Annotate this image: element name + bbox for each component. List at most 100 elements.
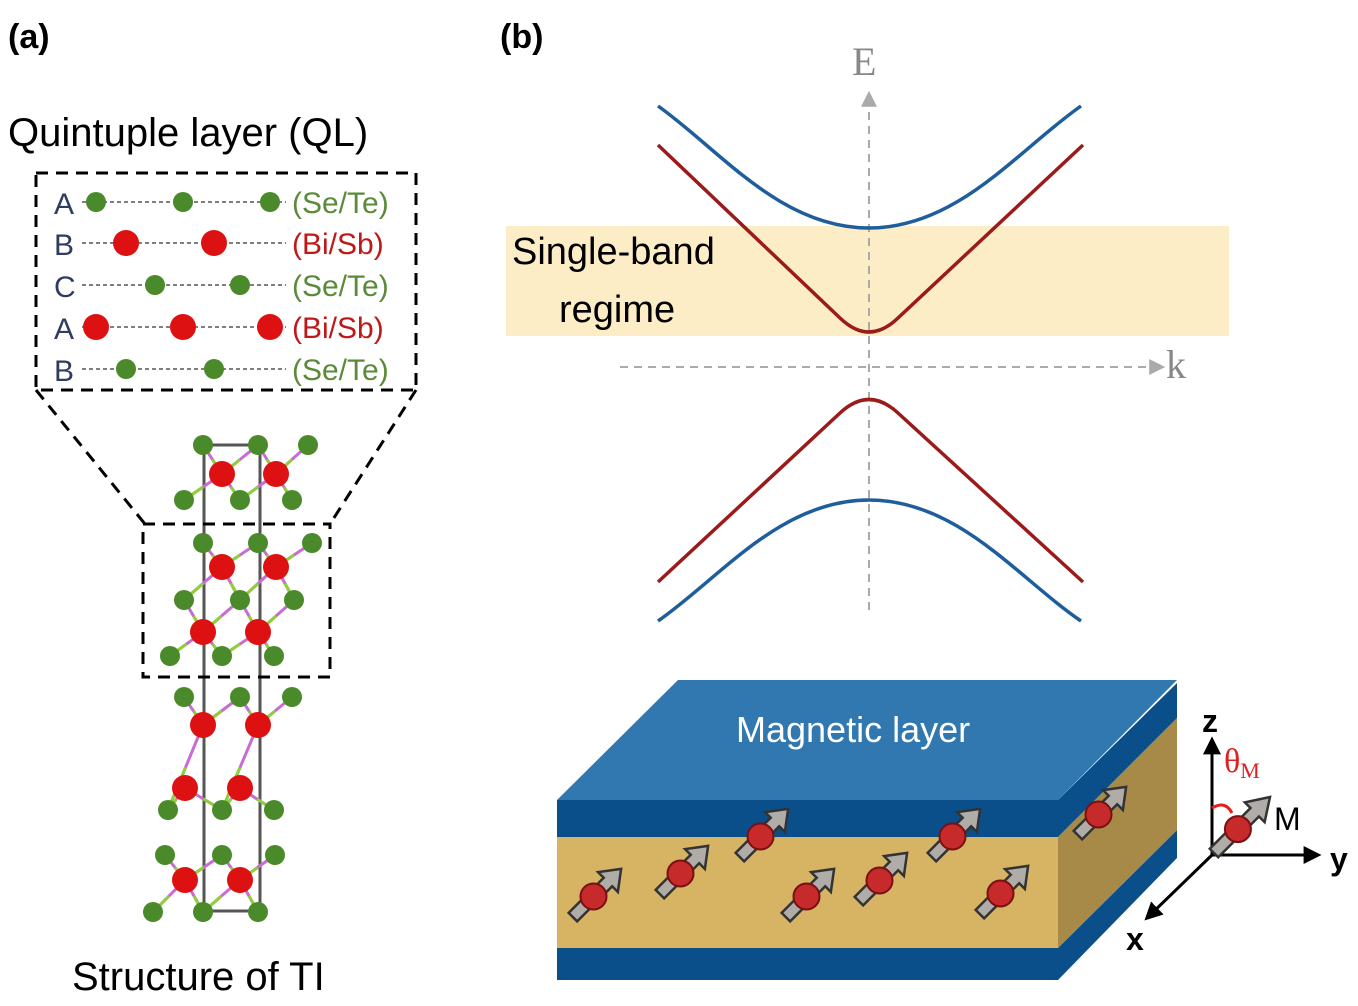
se-te-atom [212, 800, 232, 820]
magnetic-moment-arrow [779, 867, 836, 924]
bi-sb-atom [190, 712, 216, 738]
bottom-magnet-side [1058, 830, 1177, 980]
theta-label: θM [1224, 743, 1260, 783]
magnetic-moment-arrow [973, 864, 1030, 921]
se-te-atom [248, 435, 268, 455]
panel-a-label: (a) [8, 18, 50, 56]
ti-layer-side [1058, 718, 1177, 948]
ql-row-element: (Bi/Sb) [292, 228, 384, 261]
x-axis [1144, 853, 1214, 921]
coordinate-axes [1144, 736, 1322, 921]
magnetic-layer-top [557, 680, 1177, 800]
top-magnet-front [557, 800, 1058, 837]
se-te-atom [143, 902, 163, 922]
unit-cell [202, 443, 262, 913]
magnetic-moment-arrow [653, 844, 710, 901]
lower-red-band [656, 397, 1085, 584]
ql-row-letter: B [54, 229, 74, 262]
bi-sb-atom [227, 867, 253, 893]
se-te-atom [174, 490, 194, 510]
se-te-atom [230, 687, 250, 707]
ql-rows: A (Se/Te) B (Bi/Sb) C(Se/Te) A(Bi/Sb) B(Se/Te) [54, 187, 389, 388]
bi-sb-atom [83, 314, 109, 340]
se-te-atom [155, 845, 175, 865]
bottom-magnet-front [557, 948, 1058, 980]
ql-row-letter: B [54, 355, 74, 388]
se-te-atom [230, 590, 250, 610]
magnetic-moment-arrow [852, 851, 909, 908]
bi-sb-atom [245, 619, 271, 645]
device-slab [557, 680, 1177, 980]
theta-arc [1211, 803, 1234, 814]
regime-label-line1: Single-band [512, 231, 715, 273]
se-te-atom [230, 275, 250, 295]
se-te-atom [230, 490, 250, 510]
bi-sb-atom [190, 619, 216, 645]
panel-b-label: (b) [500, 18, 543, 56]
regime-label-line2: regime [559, 289, 675, 331]
magnetic-moment-arrow [733, 807, 790, 864]
se-te-atom [282, 490, 302, 510]
se-te-atom [145, 275, 165, 295]
ql-row: A(Bi/Sb) [54, 312, 384, 346]
ql-row: B(Se/Te) [54, 354, 389, 388]
single-band-regime-region [506, 226, 1229, 336]
upper-blue-band [656, 104, 1083, 230]
ql-row-element: (Bi/Sb) [292, 312, 384, 345]
ql-row-element: (Se/Te) [292, 187, 389, 220]
bi-sb-atom [172, 867, 198, 893]
se-te-atom [193, 902, 213, 922]
se-te-atom [265, 845, 285, 865]
zoom-line-right [328, 389, 418, 525]
ql-row: A (Se/Te) [54, 187, 389, 221]
se-te-atom [160, 646, 180, 666]
ql-row-letter: A [54, 188, 74, 221]
energy-axis-label: E [852, 39, 876, 84]
se-te-atom [86, 192, 106, 212]
se-te-atom [260, 192, 280, 212]
bi-sb-atom [209, 461, 235, 487]
se-te-atom [193, 533, 213, 553]
bi-sb-atom [170, 314, 196, 340]
ql-box [34, 171, 418, 392]
y-label: y [1330, 841, 1348, 877]
x-label: x [1126, 921, 1144, 957]
se-te-atom [193, 435, 213, 455]
ql-highlight-box [141, 522, 332, 679]
ql-title: Quintuple layer (QL) [8, 111, 368, 155]
upper-red-band [656, 143, 1085, 334]
magnetic-moment-arrow [925, 807, 982, 864]
se-te-atom [302, 533, 322, 553]
se-te-atom [248, 533, 268, 553]
bi-sb-atom [245, 712, 271, 738]
magnetization-arrow [1207, 795, 1272, 860]
bi-sb-atom [257, 314, 283, 340]
se-te-atom [282, 687, 302, 707]
lower-blue-band [657, 498, 1082, 623]
se-te-atom [204, 359, 224, 379]
top-magnet-side [1058, 683, 1177, 837]
structure-caption: Structure of TI [72, 955, 325, 999]
bi-sb-atom [172, 775, 198, 801]
bi-sb-atom [263, 461, 289, 487]
se-te-atom [212, 845, 232, 865]
magnetic-moment-arrow [566, 867, 623, 924]
magnetization-label: M [1274, 801, 1301, 837]
bi-sb-atom [227, 775, 253, 801]
zoom-line-left [34, 389, 147, 525]
ql-row-letter: C [54, 271, 76, 304]
se-te-atom [158, 800, 178, 820]
momentum-axis-label: k [1166, 342, 1186, 387]
magnetic-moment-arrow [1071, 785, 1128, 842]
se-te-atom [264, 646, 284, 666]
ql-row: C(Se/Te) [54, 270, 389, 304]
z-label: z [1202, 703, 1218, 739]
bi-sb-atom [201, 230, 227, 256]
se-te-atom [212, 646, 232, 666]
se-te-atom [173, 192, 193, 212]
se-te-atom [174, 687, 194, 707]
se-te-atom [298, 435, 318, 455]
se-te-atom [248, 902, 268, 922]
